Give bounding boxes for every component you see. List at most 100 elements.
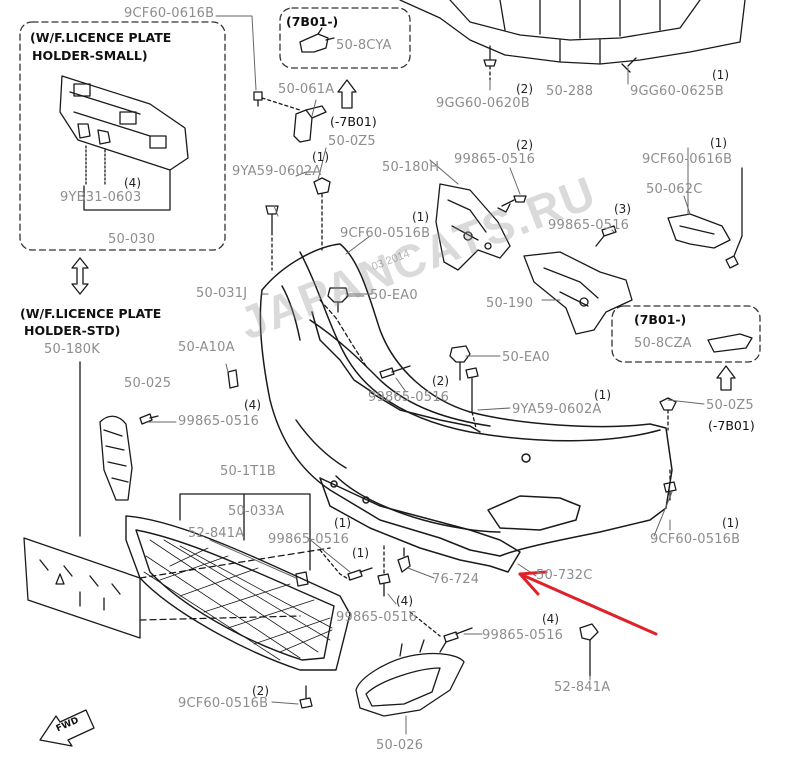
small-plate-title-2: HOLDER-SMALL) [32, 48, 148, 63]
fog-cover-025 [99, 415, 133, 501]
screw-180h [513, 195, 527, 203]
qty-q06: (1) [412, 210, 429, 224]
label-l20[interactable]: 50-190 [486, 296, 534, 311]
bumper-reinforcement [399, 0, 746, 65]
qty-q13: (1) [352, 546, 369, 560]
qty-q16: (2) [252, 684, 269, 698]
bracket-190 [523, 251, 633, 335]
up-arrow-top [337, 79, 357, 109]
qty-q11: (1) [722, 516, 739, 530]
label-l32[interactable]: 99865-0516 [482, 628, 564, 643]
qty-q12: (1) [334, 516, 351, 530]
pin-ea0-left [327, 287, 349, 313]
note-7b01-a: (-7B01) [330, 114, 377, 129]
label-l15[interactable]: 50-288 [546, 84, 594, 99]
label-l01[interactable]: 9CF60-0616B [124, 6, 215, 21]
label-l26[interactable]: 50-033A [228, 504, 285, 519]
up-arrow-right [716, 365, 736, 391]
qty-q05: (2) [516, 138, 533, 152]
label-l25[interactable]: 50-1T1B [220, 464, 277, 479]
label-l23[interactable]: 9YA59-0602A [512, 402, 602, 417]
qty-q01: (1) [312, 150, 329, 164]
label-l29[interactable]: 76-724 [432, 572, 480, 587]
note-7b01-b: (-7B01) [708, 418, 755, 433]
label-l14[interactable]: 9GG60-0620B [436, 96, 530, 111]
bracket-8cya [299, 27, 335, 53]
highlight-arrow [518, 570, 658, 636]
pin-ea0-right [449, 345, 471, 381]
label-l34[interactable]: 9CF60-0516B [178, 696, 269, 711]
screw-9ya59-left [265, 205, 279, 233]
label-l33[interactable]: 52-841A [554, 680, 611, 695]
top-7b01-box [279, 7, 411, 69]
qty-q15: (4) [542, 612, 559, 626]
label-l11[interactable]: 99865-0516 [178, 414, 260, 429]
bracket-a10a [227, 369, 239, 389]
label-l05[interactable]: 9CF60-0516B [340, 226, 431, 241]
small-plate-box [19, 21, 226, 251]
label-l36[interactable]: 9CF60-0516B [650, 532, 741, 547]
label-l09[interactable]: 50-A10A [178, 340, 235, 355]
bolt-062c [725, 235, 743, 269]
label-l21[interactable]: 50-EA0 [502, 350, 550, 365]
label-l27[interactable]: 52-841A [188, 526, 245, 541]
qty-q07: (3) [614, 202, 631, 216]
label-50-030[interactable]: 50-030 [108, 232, 156, 247]
label-9yb31-0603[interactable]: 9YB31-0603 [60, 190, 142, 205]
label-l28[interactable]: 99865-0516 [268, 532, 350, 547]
label-50-8cya[interactable]: 50-8CYA [336, 38, 392, 53]
small-plate-title-1: (W/F.LICENCE PLATE [30, 30, 172, 45]
label-50-8cza[interactable]: 50-8CZA [634, 336, 692, 351]
label-l04[interactable]: 9YA59-0602A [232, 164, 322, 179]
label-l06[interactable]: 50-031J [196, 286, 248, 301]
screw-99865-center [379, 365, 411, 379]
label-l10[interactable]: 50-025 [124, 376, 172, 391]
label-l22[interactable]: 99865-0516 [368, 390, 450, 405]
label-l18[interactable]: 50-062C [646, 182, 703, 197]
top-7b01-title: (7B01-) [286, 14, 339, 29]
qty-q04: (1) [710, 136, 727, 150]
label-l19[interactable]: 99865-0516 [548, 218, 630, 233]
label-l08[interactable]: 50-180K [44, 342, 100, 357]
std-note-1: (W/F.LICENCE PLATE [20, 306, 162, 321]
label-l12[interactable]: 50-180H [382, 160, 440, 175]
qty-q14: (4) [396, 594, 413, 608]
grille-clip-841a [295, 571, 309, 587]
clip-0z5-right [659, 397, 677, 411]
fwd-arrow [39, 709, 95, 747]
label-l16[interactable]: 9GG60-0625B [630, 84, 724, 99]
small-plate-holder [59, 75, 189, 211]
reinforcement-bolts [483, 45, 637, 81]
bumper-cover [259, 243, 673, 573]
label-l03[interactable]: 50-0Z5 [328, 134, 376, 149]
label-l13[interactable]: 99865-0516 [454, 152, 536, 167]
label-l07[interactable]: 50-EA0 [370, 288, 418, 303]
bracket-061a [253, 91, 327, 143]
small-plate-qty: (4) [124, 176, 141, 190]
grille-screw-99865 [347, 567, 373, 581]
bracket-180h [435, 183, 511, 271]
label-l30[interactable]: 50-732C [536, 568, 593, 583]
screw-99865-lower [377, 573, 391, 597]
qty-q02: (1) [712, 68, 729, 82]
screw-026 [443, 627, 473, 643]
bracket-062c [667, 213, 731, 249]
label-l35[interactable]: 50-026 [376, 738, 424, 753]
label-l17[interactable]: 9CF60-0616B [642, 152, 733, 167]
qty-q03: (2) [516, 82, 533, 96]
clip-0z5-top [313, 177, 331, 195]
pin-76-724 [397, 547, 411, 573]
fog-bezel-026 [355, 639, 465, 717]
screw-9ya59-right [465, 367, 479, 413]
screw-025 [139, 413, 159, 425]
qty-q09: (4) [244, 398, 261, 412]
qty-q10: (2) [432, 374, 449, 388]
screw-190 [595, 225, 617, 247]
label-l24[interactable]: 50-0Z5 [706, 398, 754, 413]
label-l02[interactable]: 50-061A [278, 82, 335, 97]
qty-q08: (1) [594, 388, 611, 402]
label-l31[interactable]: 99865-0516 [336, 610, 418, 625]
std-note-2: HOLDER-STD) [24, 323, 121, 338]
